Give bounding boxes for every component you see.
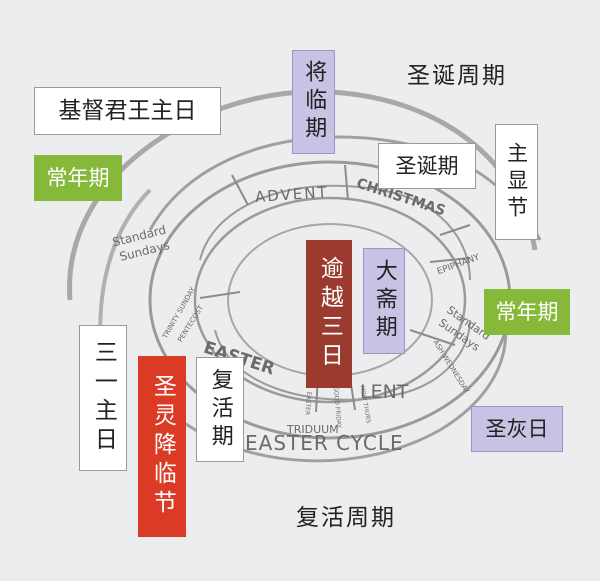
segment-divider	[344, 164, 349, 201]
spiral-line-1	[199, 184, 471, 281]
label-easter-season: 复活期	[196, 357, 244, 462]
label-pentecost: 圣灵降临节	[138, 356, 186, 537]
wheel-day-2: GOOD FRIDAY	[332, 386, 343, 429]
ring-inner	[193, 196, 467, 404]
label-lent: 大斋期	[363, 248, 405, 354]
segment-divider	[439, 224, 471, 236]
wheel-easter-cycle: EASTER CYCLE	[245, 431, 404, 455]
label-ash-wednesday: 圣灰日	[471, 406, 563, 452]
label-ordinary-time-right: 常年期	[484, 289, 570, 335]
wheel-advent: ADVENT	[254, 183, 329, 206]
wheel-triduum: TRIDUUM	[286, 423, 339, 436]
label-trinity-sunday: 三一主日	[79, 325, 127, 471]
label-epiphany: 主显节	[495, 124, 538, 240]
christmas-cycle-title: 圣诞周期	[407, 63, 507, 89]
easter-cycle-title: 复活周期	[296, 505, 396, 531]
label-christmas-season: 圣诞期	[378, 143, 476, 189]
segment-divider	[199, 291, 241, 299]
wheel-day-3: EASTER	[303, 391, 312, 415]
segment-divider	[231, 174, 249, 206]
wheel-epiphany: EPIPHANY	[436, 252, 482, 277]
segment-divider	[409, 329, 456, 346]
label-advent: 将临期	[292, 50, 335, 154]
label-christ-the-king: 基督君王主日	[34, 87, 221, 135]
label-triduum: 逾越三日	[306, 240, 352, 388]
segment-divider	[429, 257, 471, 263]
label-ordinary-time-left: 常年期	[34, 155, 122, 201]
wheel-lent: LENT	[360, 381, 409, 403]
